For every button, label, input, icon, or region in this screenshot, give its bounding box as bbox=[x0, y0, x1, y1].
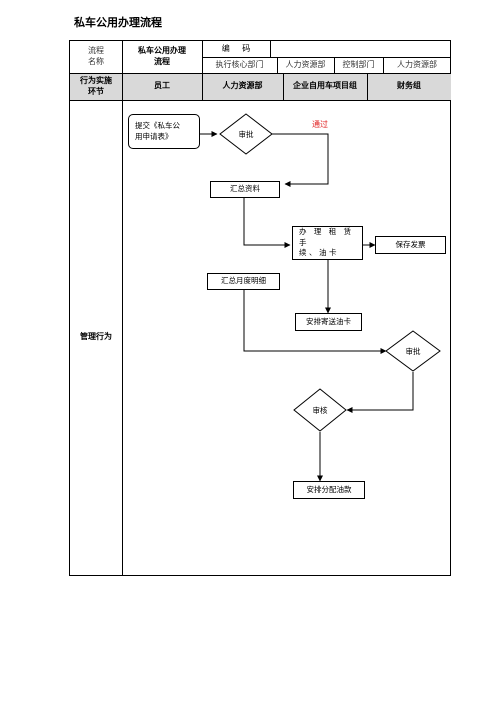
process-name-value: 私车公用办理 流程 bbox=[138, 46, 186, 66]
process-table: 流程 名称 私车公用办理 流程 编 码 执行核心部门 人力资源部 控制部门 人力… bbox=[69, 40, 451, 576]
submit-application-node: 提交《私车公 用申请表》 bbox=[128, 114, 200, 149]
process-name-label: 流程 名称 bbox=[88, 46, 104, 66]
management-behavior-label: 管理行为 bbox=[80, 332, 112, 342]
allocate-fuel-funds-node: 安排分配油款 bbox=[293, 481, 365, 499]
review-label-2: 审批 bbox=[405, 347, 421, 356]
monthly-summary-node: 汇总月度明细 bbox=[207, 273, 280, 290]
dept-cell-exec: 执行核心部门 bbox=[215, 59, 264, 69]
lane-header-hr: 人力资源部 bbox=[202, 73, 283, 100]
review-label-1: 审批 bbox=[238, 130, 254, 139]
dept-cell-hr: 人力资源部 bbox=[285, 59, 326, 69]
lane-header-car-project: 企业自用车项目组 bbox=[283, 73, 367, 100]
dept-cell-control: 控制部门 bbox=[342, 59, 375, 69]
document-title: 私车公用办理流程 bbox=[74, 16, 162, 29]
summarize-materials-node: 汇总资料 bbox=[210, 181, 280, 198]
lane-row-label: 行为实施 环节 bbox=[70, 73, 122, 100]
lane-header-finance: 财务组 bbox=[367, 73, 451, 100]
keep-invoice-node: 保存发票 bbox=[375, 236, 446, 254]
review-diamond-2 bbox=[385, 330, 441, 372]
lane-header-employee: 员工 bbox=[122, 73, 202, 100]
audit-label: 审核 bbox=[312, 406, 328, 415]
mail-fuel-card-node: 安排寄送油卡 bbox=[295, 313, 362, 331]
dept-cell-hr-2: 人力资源部 bbox=[397, 59, 437, 69]
audit-diamond bbox=[293, 388, 347, 432]
lease-and-fuel-card-node: 办 理 租 赁 手 续、油卡 bbox=[292, 226, 363, 260]
review-diamond-1 bbox=[219, 113, 273, 155]
code-label: 编 码 bbox=[221, 43, 251, 53]
pass-label: 通过 bbox=[312, 120, 328, 129]
